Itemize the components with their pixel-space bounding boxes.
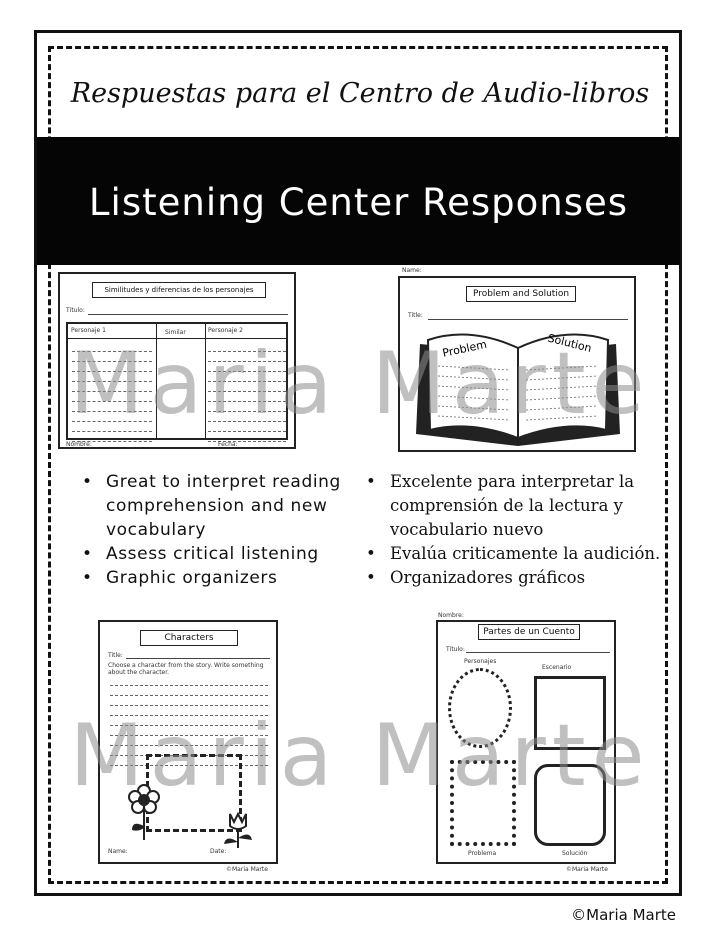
header-divider (68, 338, 286, 339)
characters-oval (448, 668, 512, 748)
spanish-benefits-list: Excelente para interpretar la comprensió… (364, 470, 664, 590)
solucion-label: Solución (562, 850, 588, 857)
setting-frame (534, 676, 606, 750)
story-parts-worksheet: Partes de un Cuento Título: Personajes E… (436, 620, 616, 864)
col-similar: Similar (165, 329, 186, 336)
problem-frame (450, 760, 516, 846)
title-line (428, 319, 628, 320)
title-line (466, 652, 610, 653)
credit: ©Maria Marte (226, 866, 268, 873)
open-book-illustration: Problem Solution (416, 332, 620, 446)
title-label: Title: (108, 652, 123, 659)
english-benefits-list: Great to interpret reading comprehension… (80, 470, 342, 590)
col-personaje-2: Personaje 2 (208, 327, 243, 334)
copyright: ©Maria Marte (571, 906, 676, 924)
title-line (88, 314, 288, 315)
writing-lines-right (208, 342, 286, 442)
title-banner: Listening Center Responses (37, 137, 680, 265)
list-item: Great to interpret reading comprehension… (80, 470, 342, 542)
worksheet-title: Characters (140, 630, 238, 646)
personajes-label: Personajes (464, 658, 497, 665)
characters-worksheet: Characters Title: Choose a character fro… (98, 620, 278, 864)
list-item: Assess critical listening (80, 542, 342, 566)
credit: ©Maria Marte (566, 866, 608, 873)
nombre-label: Nombre: (66, 441, 92, 448)
instructions: Choose a character from the story. Write… (108, 662, 264, 676)
col-divider (156, 324, 206, 438)
name-label: Name: (108, 848, 128, 855)
dashed-border (48, 46, 668, 884)
date-label: Date: (210, 848, 227, 855)
fecha-label: Fecha: (218, 441, 238, 448)
worksheet-title: Partes de un Cuento (478, 624, 580, 640)
titulo-label: Título: (446, 646, 465, 653)
worksheet-title: Problem and Solution (466, 286, 576, 302)
list-item: Graphic organizers (80, 566, 342, 590)
title-label: Title: (408, 312, 423, 319)
watermark: Maria Marte (69, 334, 651, 434)
titulo-label: Título: (66, 307, 85, 314)
outer-border (34, 30, 682, 896)
tulip-icon (224, 811, 252, 848)
problema-label: Problema (468, 850, 497, 857)
problem-solution-worksheet: Problem and Solution Title: Problem Solu… (398, 276, 636, 452)
list-item: Excelente para interpretar la comprensió… (364, 470, 664, 542)
banner-title: Listening Center Responses (88, 181, 629, 224)
worksheet-title: Similitudes y diferencias de los persona… (92, 282, 266, 298)
name-label: Name: (402, 267, 422, 274)
comparison-table: Personaje 1 Similar Personaje 2 (66, 322, 288, 442)
spanish-title: Respuestas para el Centro de Audio-libro… (70, 78, 650, 109)
nombre-label: Nombre: (438, 612, 464, 619)
title-line (126, 658, 270, 659)
list-item: Organizadores gráficos (364, 566, 664, 590)
col-personaje-1: Personaje 1 (71, 327, 106, 334)
watermark: Maria Marte (69, 706, 651, 806)
writing-lines-left (72, 342, 152, 442)
flower-icon (128, 784, 160, 840)
escenario-label: Escenario (542, 664, 572, 671)
solution-frame (534, 764, 606, 846)
similarities-worksheet: Similitudes y diferencias de los persona… (58, 272, 296, 449)
list-item: Evalúa criticamente la audición. (364, 542, 664, 566)
